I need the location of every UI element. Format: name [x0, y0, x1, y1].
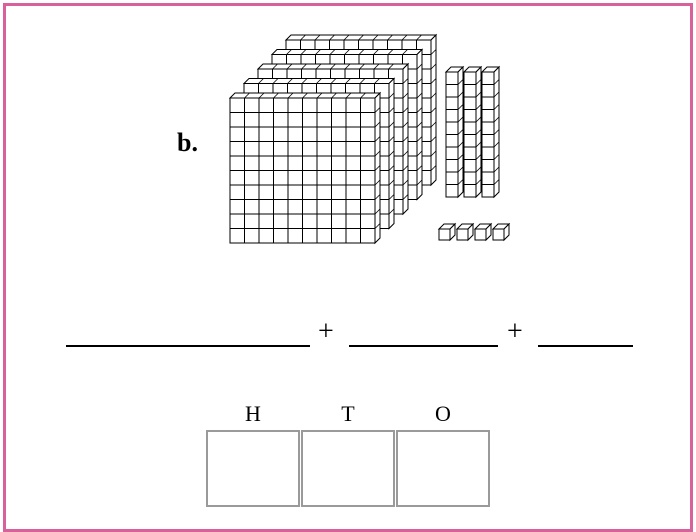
- hundreds-digit-box[interactable]: [206, 430, 300, 507]
- one-unit-cube: [475, 224, 491, 240]
- one-unit-cube: [457, 224, 473, 240]
- one-unit-cube: [493, 224, 509, 240]
- hundred-flat-block: [230, 93, 380, 243]
- tens-digit-box[interactable]: [301, 430, 395, 507]
- ten-rod-block: [482, 67, 499, 197]
- hundreds-answer-blank[interactable]: [66, 345, 310, 347]
- one-unit-cube: [439, 224, 455, 240]
- plus-sign-1: +: [318, 318, 334, 346]
- ones-answer-blank[interactable]: [538, 345, 633, 347]
- ten-rod-block: [464, 67, 481, 197]
- ten-rod-block: [446, 67, 463, 197]
- ones-column-header: O: [396, 401, 490, 427]
- hundreds-column-header: H: [206, 401, 300, 427]
- tens-answer-blank[interactable]: [349, 345, 498, 347]
- ones-digit-box[interactable]: [396, 430, 490, 507]
- plus-sign-2: +: [507, 318, 523, 346]
- tens-column-header: T: [301, 401, 395, 427]
